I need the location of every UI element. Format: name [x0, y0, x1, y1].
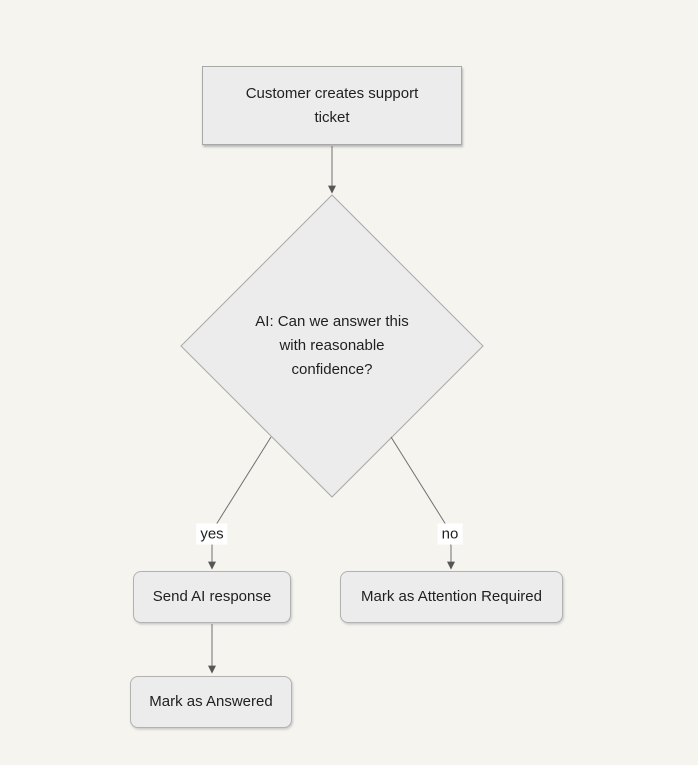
node-customer-creates-ticket-label: Customer creates support ticket [245, 84, 419, 126]
node-mark-attention-required-label: Mark as Attention Required [361, 588, 542, 605]
node-mark-answered-label: Mark as Answered [149, 693, 273, 710]
node-ai-decision-label: AI: Can we answer this with reasonable c… [255, 313, 409, 378]
node-send-ai-response: Send AI response [133, 571, 291, 623]
edge-decision-to-send-yes [208, 436, 272, 570]
edge-decision-to-attention-no [390, 436, 455, 570]
node-mark-attention-required: Mark as Attention Required [340, 571, 563, 623]
decision-diamond-shape [180, 194, 484, 498]
edge-label-no: no [437, 523, 463, 545]
node-customer-creates-ticket: Customer creates support ticket [202, 66, 462, 145]
edge-label-yes: yes [196, 523, 228, 545]
node-send-ai-response-label: Send AI response [152, 588, 272, 605]
node-mark-answered: Mark as Answered [130, 676, 292, 728]
